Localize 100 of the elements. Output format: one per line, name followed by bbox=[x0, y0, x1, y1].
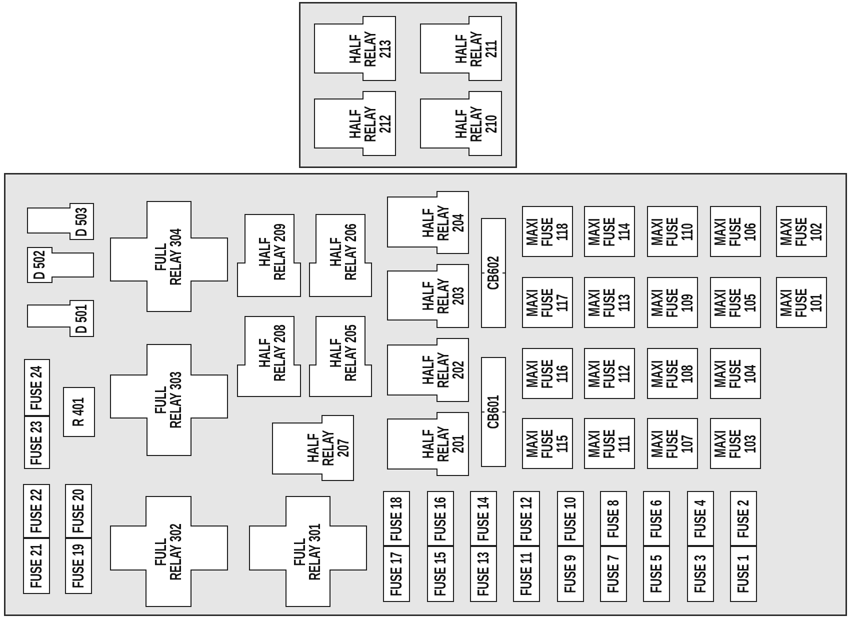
fuse-slot bbox=[427, 491, 454, 546]
slot-label: HALF RELAY 212 bbox=[348, 104, 394, 144]
slot-label: MAXI FUSE 103 bbox=[713, 428, 758, 460]
fuse-slot bbox=[65, 484, 92, 538]
slot-label: HALF RELAY 208 bbox=[258, 324, 288, 383]
slot-label: FUSE 21 bbox=[29, 544, 44, 588]
slot-label: HALF RELAY 211 bbox=[454, 30, 500, 68]
fuse-slot bbox=[557, 491, 584, 546]
full-relay-slot bbox=[110, 496, 228, 607]
slot-label: MAXI FUSE 116 bbox=[525, 358, 570, 390]
maxi-fuse-slot bbox=[710, 206, 761, 257]
fuse-slot bbox=[470, 491, 497, 546]
slot-label: HALF RELAY 204 bbox=[422, 204, 466, 242]
fuse-slot bbox=[23, 484, 50, 538]
relay-panel bbox=[299, 2, 517, 168]
fuse-slot bbox=[513, 546, 540, 602]
maxi-fuse-slot bbox=[584, 348, 635, 399]
circuit-breaker-slot bbox=[481, 218, 506, 328]
slot-label: HALF RELAY 210 bbox=[454, 104, 500, 144]
slot-label: FUSE 14 bbox=[476, 496, 491, 541]
fuse-slot bbox=[687, 491, 714, 546]
maxi-fuse-slot bbox=[710, 348, 761, 399]
maxi-fuse-slot bbox=[647, 418, 698, 469]
slot-label: MAXI FUSE 112 bbox=[587, 358, 632, 390]
slot-label: FULL RELAY 302 bbox=[154, 522, 184, 582]
slot-label: FUSE 10 bbox=[563, 496, 578, 541]
slot-label: HALF RELAY 213 bbox=[348, 30, 394, 68]
maxi-fuse-slot bbox=[522, 418, 573, 469]
slot-label: MAXI FUSE 113 bbox=[587, 287, 632, 318]
slot-label: FUSE 19 bbox=[71, 544, 86, 588]
slot-label: FUSE 17 bbox=[389, 552, 404, 596]
fuse-slot bbox=[513, 491, 540, 546]
slot-label: FUSE 23 bbox=[30, 420, 44, 465]
fuse-slot bbox=[643, 491, 670, 546]
fuse-slot bbox=[557, 546, 584, 602]
fuse-slot bbox=[643, 546, 670, 602]
half-relay-slot bbox=[420, 16, 502, 81]
maxi-fuse-slot bbox=[776, 206, 827, 257]
half-relay-slot bbox=[387, 264, 469, 328]
slot-label: FUSE 24 bbox=[30, 365, 44, 410]
slot-label: FUSE 13 bbox=[476, 552, 491, 596]
fuse-slot bbox=[24, 416, 50, 469]
slot-label: MAXI FUSE 107 bbox=[650, 428, 695, 460]
slot-label: MAXI FUSE 108 bbox=[650, 358, 695, 390]
slot-label: HALF RELAY 205 bbox=[329, 324, 359, 383]
slot-label: MAXI FUSE 104 bbox=[713, 358, 758, 390]
circuit-breaker-slot bbox=[481, 357, 506, 467]
slot-label: MAXI FUSE 115 bbox=[525, 428, 570, 460]
slot-label: FUSE 18 bbox=[389, 496, 404, 541]
half-relay-slot bbox=[314, 16, 396, 81]
slot-label: D 501 bbox=[74, 304, 90, 334]
slot-label: FUSE 7 bbox=[606, 554, 621, 594]
slot-label: FUSE 6 bbox=[649, 499, 664, 538]
slot-label: FUSE 9 bbox=[563, 554, 578, 594]
half-relay-slot bbox=[237, 214, 301, 297]
maxi-fuse-slot bbox=[522, 277, 573, 328]
fuse-slot bbox=[23, 538, 50, 594]
slot-label: MAXI FUSE 117 bbox=[525, 287, 570, 318]
half-relay-slot bbox=[314, 91, 396, 156]
diode-slot bbox=[27, 203, 94, 240]
slot-label: FUSE 16 bbox=[433, 496, 448, 541]
maxi-fuse-slot bbox=[647, 206, 698, 257]
full-relay-slot bbox=[249, 496, 367, 607]
diode-slot bbox=[27, 247, 94, 283]
fuse-slot bbox=[600, 491, 627, 546]
slot-label: HALF RELAY 206 bbox=[329, 222, 359, 282]
slot-label: HALF RELAY 203 bbox=[422, 277, 466, 316]
slot-label: MAXI FUSE 109 bbox=[650, 287, 695, 318]
maxi-fuse-slot bbox=[647, 348, 698, 399]
full-relay-slot bbox=[110, 344, 228, 456]
fuse-slot bbox=[24, 359, 50, 416]
slot-label: FUSE 5 bbox=[649, 554, 664, 594]
maxi-fuse-slot bbox=[647, 277, 698, 328]
slot-label: MAXI FUSE 102 bbox=[779, 216, 824, 248]
maxi-fuse-slot bbox=[584, 277, 635, 328]
maxi-fuse-slot bbox=[522, 348, 573, 399]
slot-label: FUSE 3 bbox=[693, 554, 708, 594]
half-relay-slot bbox=[420, 91, 502, 156]
fuse-slot bbox=[470, 546, 497, 602]
full-relay-slot bbox=[110, 201, 228, 312]
slot-label: HALF RELAY 207 bbox=[306, 429, 352, 468]
slot-label: R 401 bbox=[72, 397, 86, 427]
slot-label: HALF RELAY 202 bbox=[422, 351, 466, 390]
slot-label: FUSE 15 bbox=[433, 552, 448, 596]
maxi-fuse-slot bbox=[776, 277, 827, 328]
half-relay-slot bbox=[237, 316, 301, 397]
slot-label: FULL RELAY 303 bbox=[154, 370, 184, 430]
slot-label: CB601 bbox=[486, 395, 501, 429]
slot-label: HALF RELAY 201 bbox=[422, 425, 466, 464]
fuse-slot bbox=[383, 491, 410, 546]
slot-label: FUSE 11 bbox=[519, 552, 534, 596]
slot-label: FUSE 22 bbox=[29, 488, 44, 534]
slot-label: D 503 bbox=[74, 206, 90, 236]
slot-label: MAXI FUSE 101 bbox=[779, 287, 824, 318]
slot-label: MAXI FUSE 110 bbox=[650, 216, 695, 248]
slot-label: FULL RELAY 304 bbox=[154, 227, 184, 286]
slot-label: CB602 bbox=[486, 256, 501, 290]
slot-label: FUSE 12 bbox=[519, 496, 534, 541]
maxi-fuse-slot bbox=[584, 418, 635, 469]
slot-label: FUSE 2 bbox=[736, 499, 751, 538]
